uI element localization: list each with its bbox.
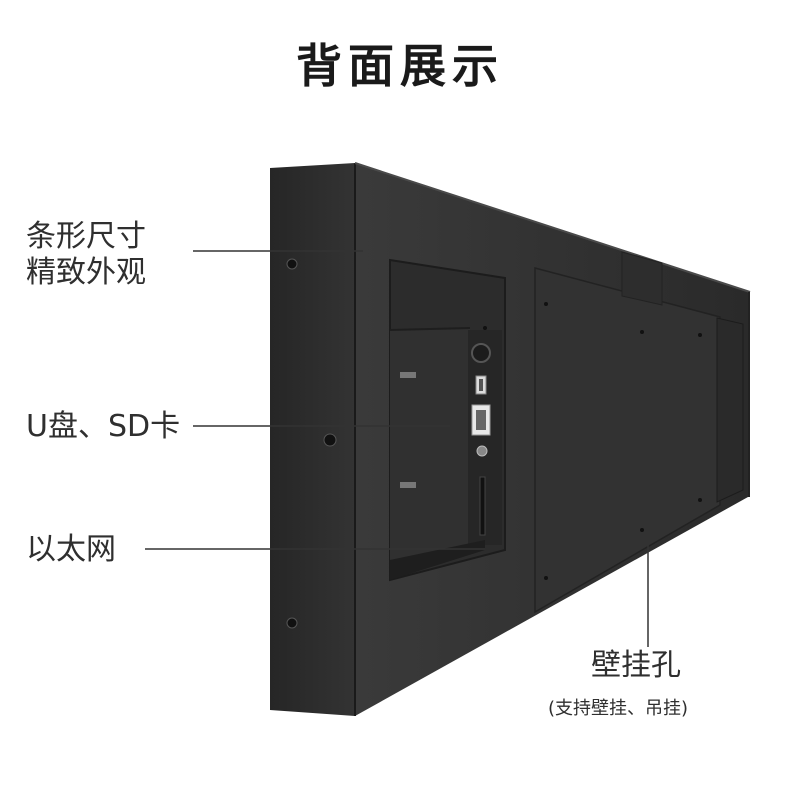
- callout-wall-mount: 壁挂孔: [591, 648, 681, 683]
- callout-shape-line1: 条形尺寸: [26, 219, 146, 254]
- power-port: [471, 343, 491, 363]
- callout-usb-sd: U盘、SD卡: [26, 409, 181, 444]
- wall-mount-hole: [544, 302, 548, 306]
- page-title: 背面展示: [296, 39, 504, 93]
- callout-shape-line2: 精致外观: [26, 255, 146, 290]
- callout-ethernet: 以太网: [26, 532, 116, 567]
- sd-slot: [479, 476, 486, 536]
- side-edge: [270, 163, 355, 716]
- callout-wall-mount-note: (支持壁挂、吊挂): [548, 698, 689, 719]
